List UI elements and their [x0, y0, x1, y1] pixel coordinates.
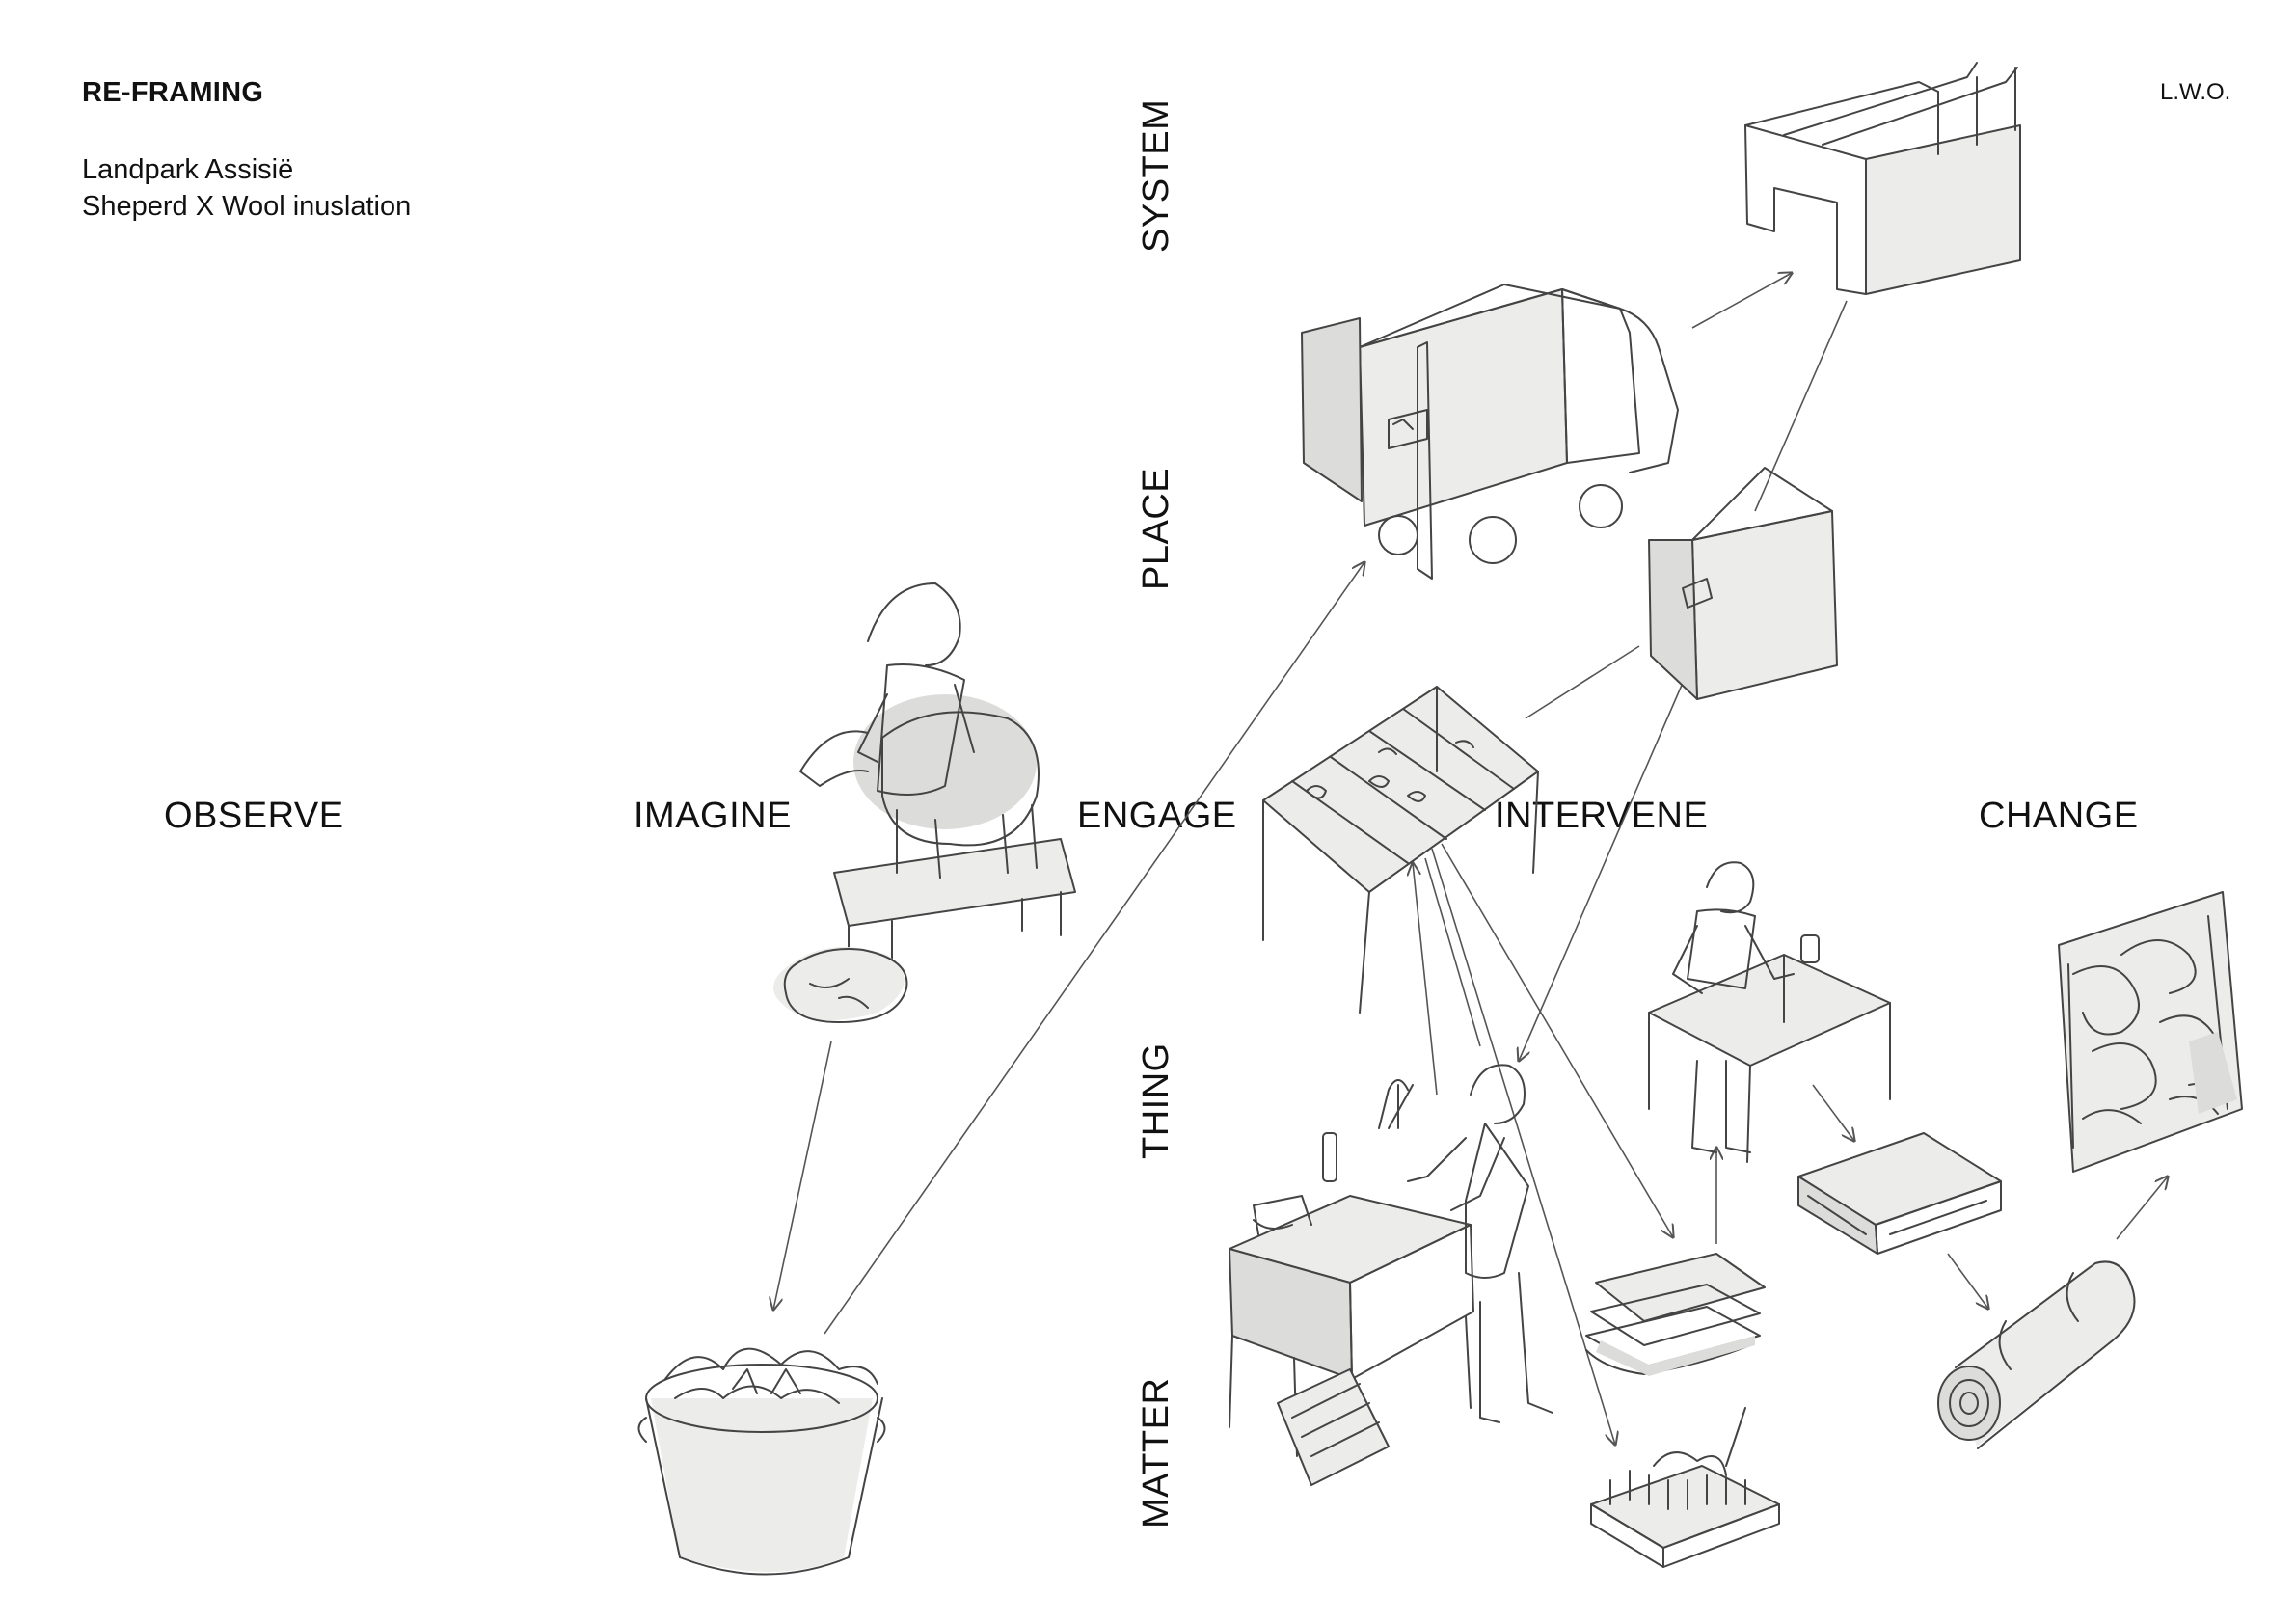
person-carding-table-icon	[1648, 861, 1891, 1163]
rolled-insulation-icon	[1937, 1260, 2136, 1449]
stage-imagine: IMAGINE	[634, 796, 792, 836]
diagram-title: RE-FRAMING	[82, 77, 264, 108]
arrow-rack-to-felt	[1441, 843, 1673, 1237]
wool-wall-panel-icon	[2058, 891, 2243, 1173]
stage-intervene: INTERVENE	[1495, 796, 1709, 836]
felt-sheets-icon	[1585, 1253, 1766, 1376]
raw-wool-tub-icon	[637, 1347, 886, 1576]
arrow-cabinet-to-washer	[1519, 660, 1693, 1061]
arrow-rack-to-carding	[1431, 848, 1615, 1445]
arrow-panel-to-roll	[1947, 1253, 1988, 1309]
arrow-van-to-building	[1691, 273, 1792, 329]
arrow-table-to-panel	[1812, 1084, 1854, 1141]
author-initials: L.W.O.	[2160, 79, 2231, 105]
arrow-sheep-to-tub	[773, 1041, 832, 1310]
stage-observe: OBSERVE	[164, 796, 344, 836]
stage-engage: ENGAGE	[1077, 796, 1237, 836]
line-cabinet-to-rack	[1525, 645, 1640, 719]
arrow-roll-to-wall	[2116, 1177, 2168, 1240]
delivery-van-icon	[1301, 284, 1679, 580]
line-rack-to-brush	[1424, 857, 1481, 1047]
arrow-tub-to-van	[824, 562, 1364, 1335]
stage-change: CHANGE	[1979, 796, 2139, 836]
wool-cabinet-icon	[1648, 467, 1838, 700]
drying-rack-table-icon	[1262, 686, 1539, 1014]
building-frame-icon	[1744, 62, 2021, 295]
person-washing-wool-icon	[1229, 1064, 1553, 1486]
flow-arrows	[773, 273, 2168, 1445]
project-location: Landpark Assisië	[82, 154, 294, 185]
project-description: Sheperd X Wool inuslation	[82, 191, 412, 222]
line-building-to-cabinet	[1754, 300, 1848, 512]
insulation-panel-icon	[1797, 1132, 2002, 1255]
arrow-washer-to-rack	[1413, 863, 1438, 1096]
carding-brush-icon	[1590, 1407, 1780, 1568]
shepherd-shearing-sheep-icon	[773, 582, 1076, 1023]
